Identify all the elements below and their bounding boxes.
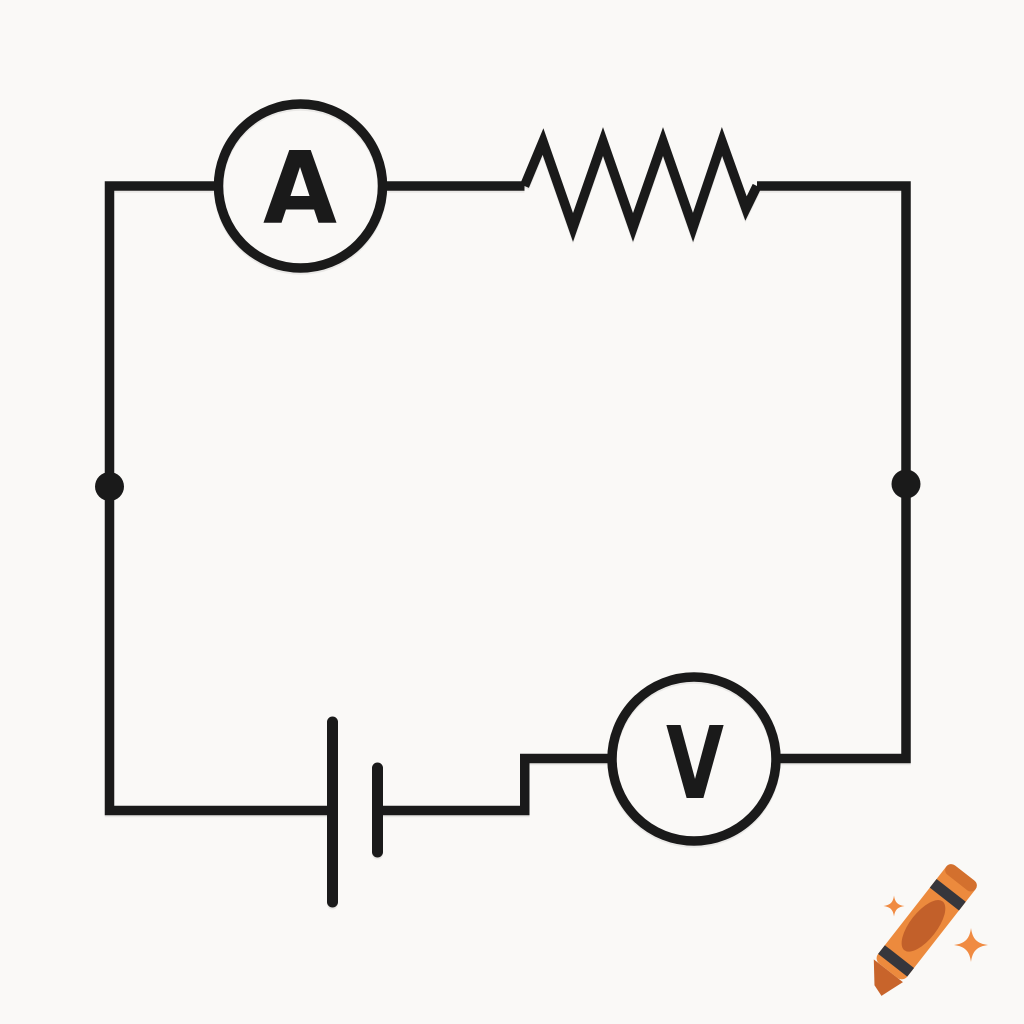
- ammeter-icon: [213, 99, 388, 273]
- sparkle-small-icon: [883, 895, 905, 917]
- crayon-cap-shade: [945, 864, 977, 892]
- voltmeter-label: V: [666, 705, 724, 822]
- junction-dot-left: [95, 472, 124, 501]
- resistor-icon: [520, 127, 762, 243]
- voltmeter-icon: [607, 672, 781, 846]
- crayon-shade-oval: [901, 900, 946, 952]
- crayon-logo: [873, 864, 988, 996]
- battery-icon: [327, 716, 383, 908]
- crayon-icon: [873, 864, 977, 996]
- crayon-stripe-front: [878, 945, 915, 977]
- crayon-stripe-back: [929, 878, 966, 911]
- junction-dot-right: [891, 469, 921, 499]
- crayon-tip: [873, 959, 903, 996]
- sparkle-large-icon: [954, 928, 988, 962]
- ammeter-label: A: [263, 130, 337, 247]
- wire-voltmeter-to-battery: [381, 753, 610, 816]
